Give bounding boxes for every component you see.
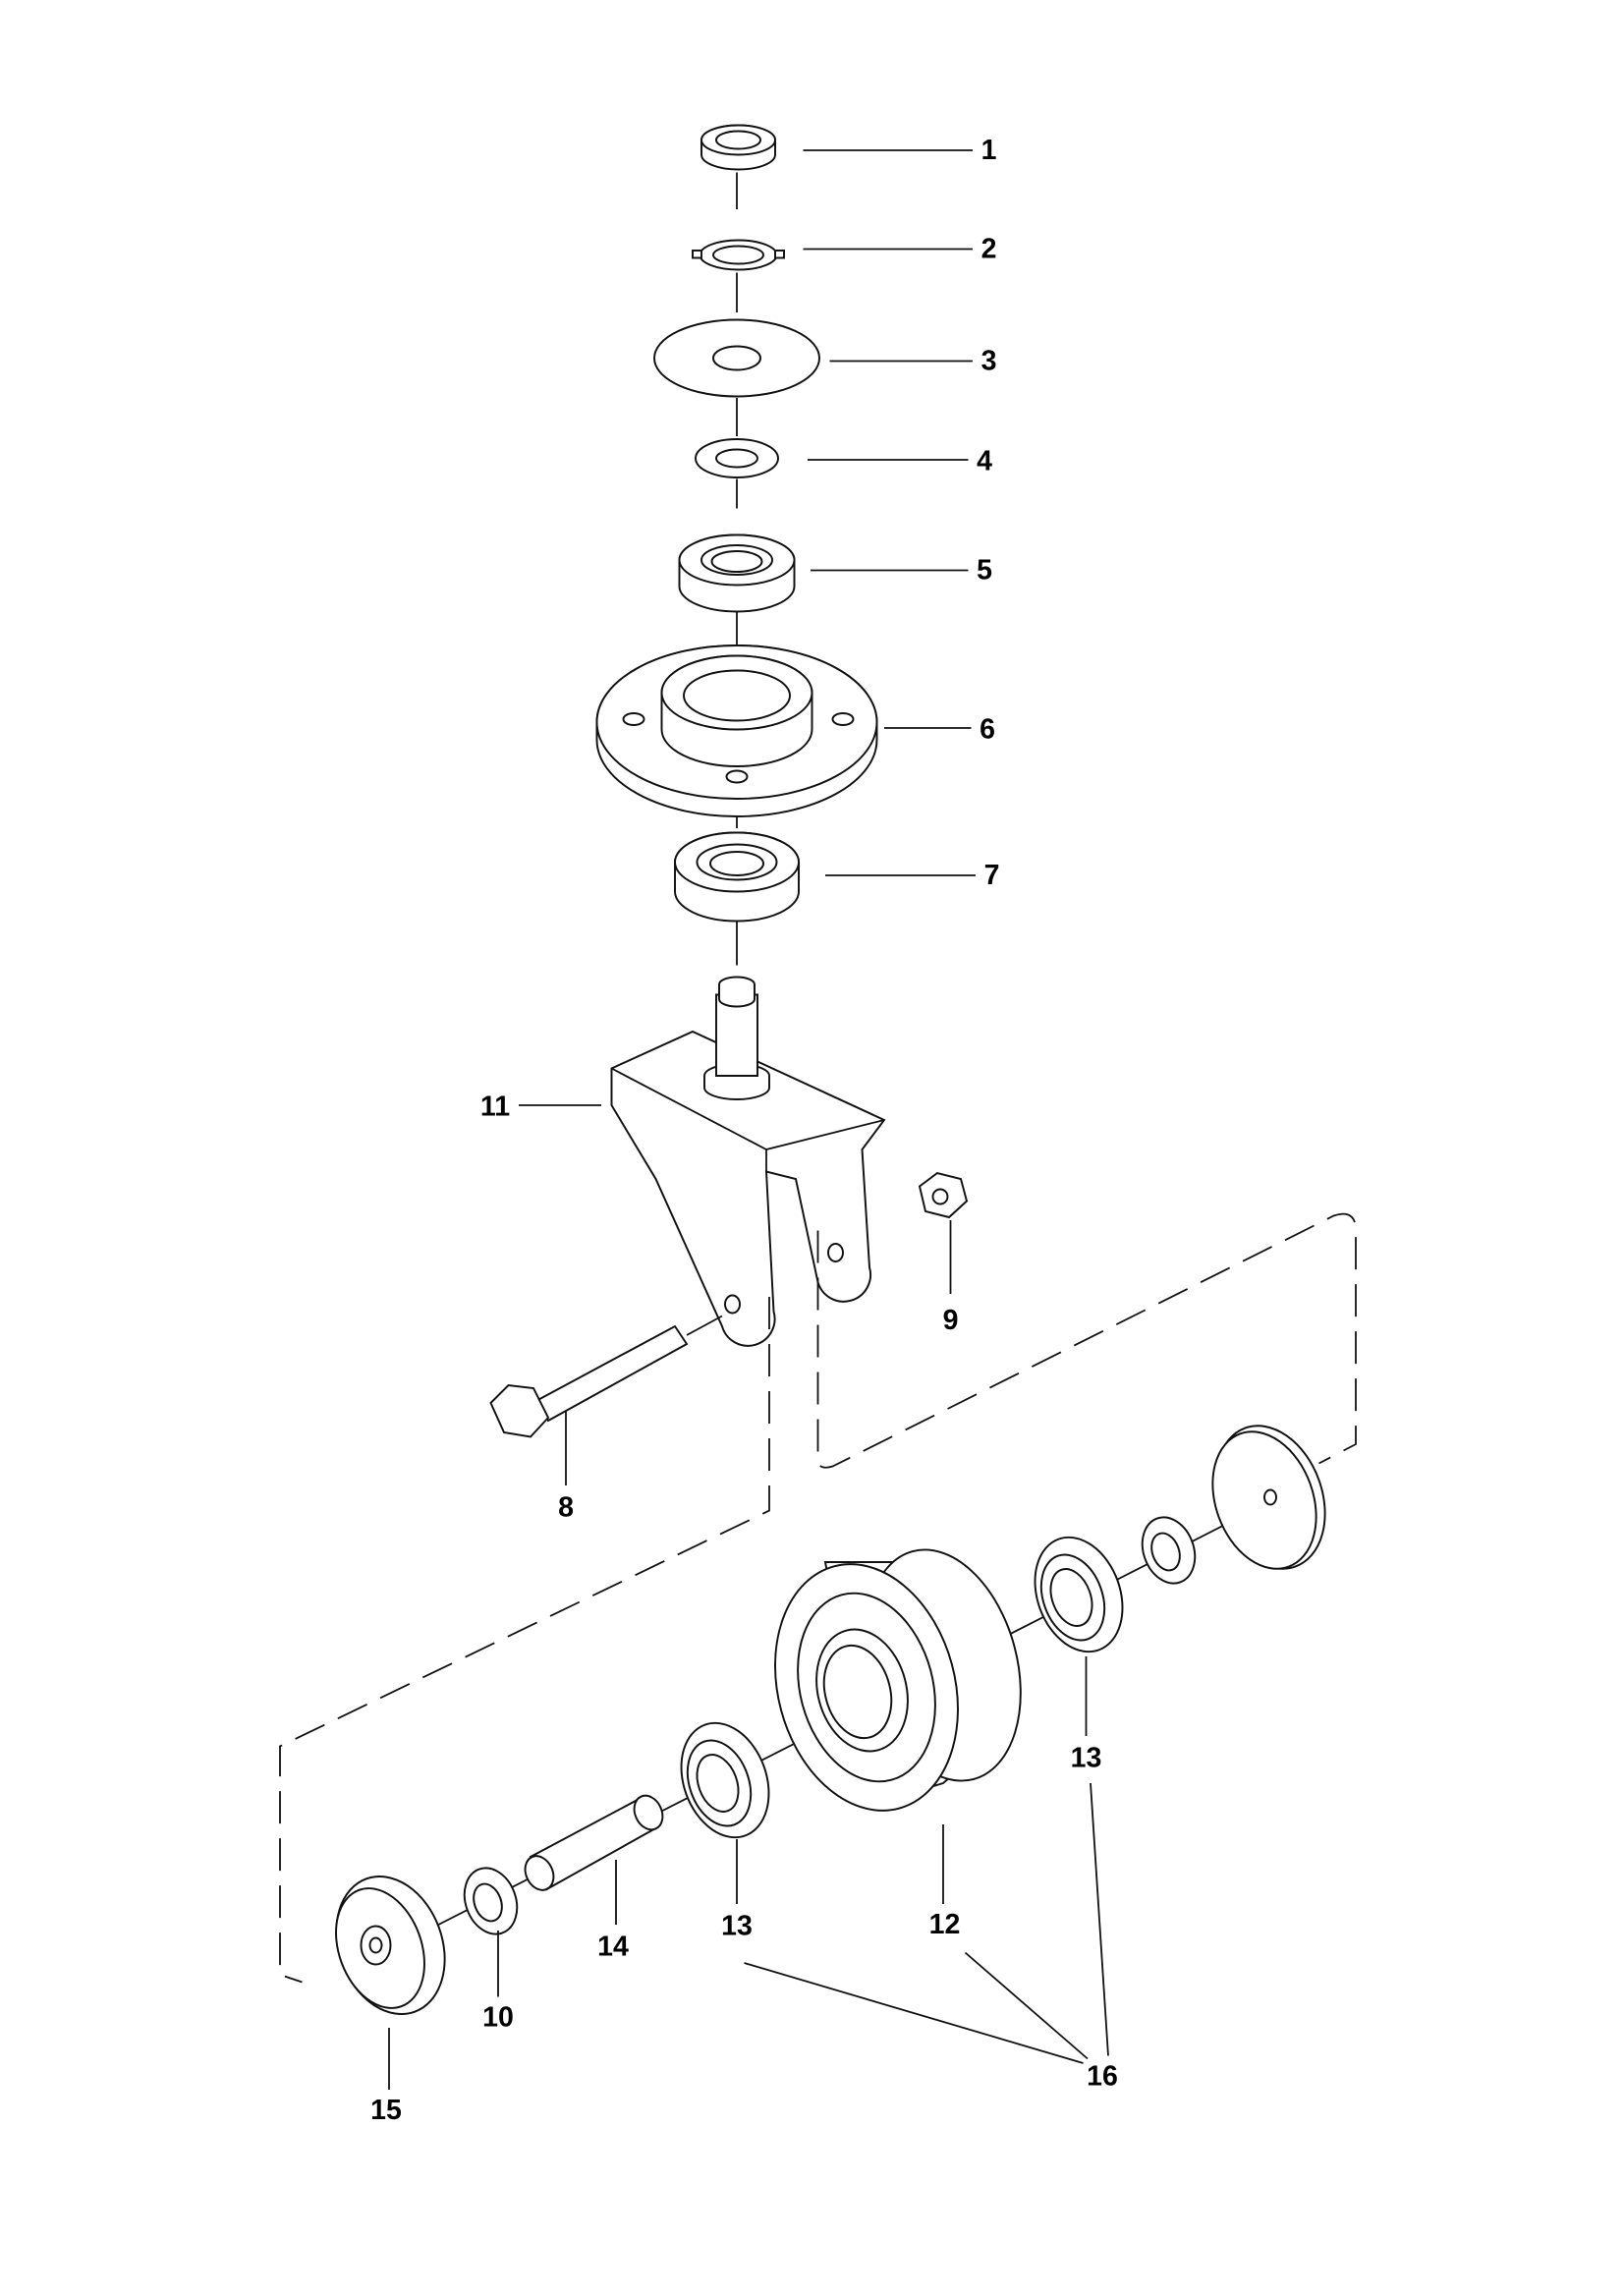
callout-7: 7 <box>984 860 1000 891</box>
part-13-bearing-right <box>1034 1536 1124 1653</box>
callout-16: 16 <box>1087 2061 1118 2093</box>
part-3-flat-washer <box>653 318 820 398</box>
callout-14: 14 <box>597 1932 629 1963</box>
dashed-boundary-right <box>816 1212 1357 1469</box>
part-15-wheel-washer <box>335 1876 446 2015</box>
part-13-bearing-left <box>680 1721 770 1839</box>
part-14-axle-sleeve <box>524 1794 664 1891</box>
callout-15: 15 <box>370 2095 402 2126</box>
leader-lines <box>388 149 1109 2090</box>
part-8-hex-bolt <box>489 1315 723 1438</box>
callout-8: 8 <box>558 1492 574 1524</box>
callout-10: 10 <box>482 2002 514 2034</box>
part-10-spacer-right <box>1141 1516 1197 1585</box>
part-4-spacer-washer <box>695 438 779 478</box>
callout-2: 2 <box>981 234 997 265</box>
part-9-hex-nut <box>918 1171 969 1219</box>
part-7-bearing <box>674 831 800 923</box>
callout-3: 3 <box>981 346 997 377</box>
callout-13a: 13 <box>721 1911 753 1942</box>
callout-5: 5 <box>977 555 992 587</box>
part-2-tab-washer <box>692 239 785 271</box>
part-15-wheel-washer-right <box>1211 1425 1326 1570</box>
callout-11: 11 <box>480 1092 510 1123</box>
callout-1: 1 <box>981 135 997 166</box>
part-5-bearing <box>678 533 796 613</box>
callout-6: 6 <box>980 714 995 746</box>
dashed-boundary-left <box>279 1297 770 1984</box>
part-10-spacer <box>463 1867 519 1935</box>
callout-9: 9 <box>943 1305 959 1336</box>
callout-4: 4 <box>977 446 992 477</box>
part-6-flange-housing <box>595 644 878 817</box>
part-1-slotted-nut <box>700 124 776 171</box>
callout-12: 12 <box>929 1909 961 1940</box>
part-12-wheel <box>774 1548 1022 1812</box>
callout-13b: 13 <box>1071 1743 1102 1774</box>
part-11-caster-fork <box>610 976 886 1347</box>
